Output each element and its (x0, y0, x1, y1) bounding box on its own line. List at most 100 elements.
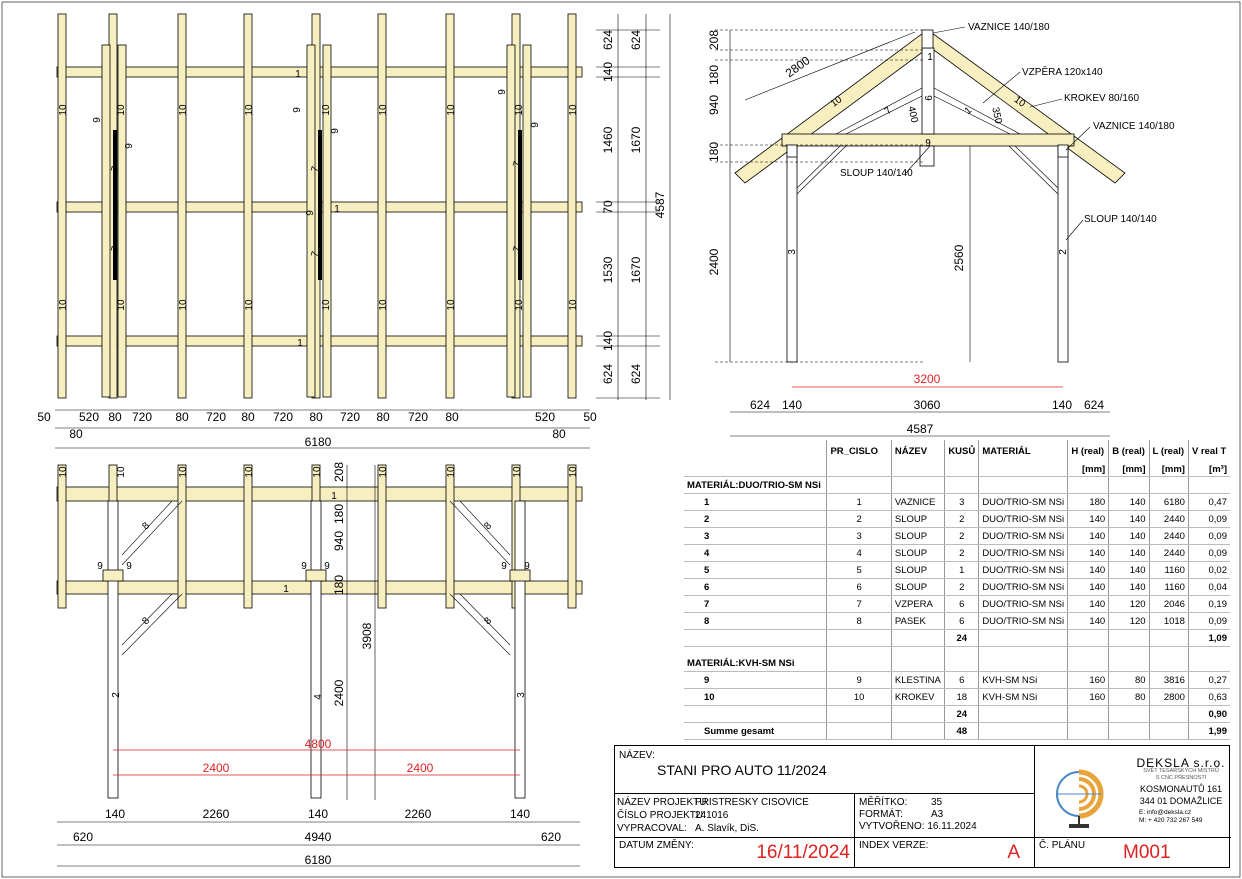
dim-right-a: 624 (601, 364, 615, 384)
table-row-cell: 140 (1108, 510, 1150, 528)
rafter-mark: 10 (178, 104, 189, 116)
table-row-cell: 0,04 (1187, 578, 1230, 596)
table-row-cell: 8 (826, 612, 892, 630)
dim-bottom: 720 (273, 410, 293, 424)
elev-dim-bottom: 2260 (405, 807, 432, 821)
table-row-cell: 0,02 (1187, 561, 1230, 579)
table-header: B (real) (1108, 440, 1150, 462)
elev-brace-mark: 8 (482, 615, 494, 627)
table-row-cell: DUO/TRIO-SM NSi (978, 578, 1068, 596)
table-row-cell: KLESTINA (890, 671, 945, 689)
company-email: E: info@deksla.cz (1139, 809, 1192, 816)
label-rafter: KROKEV 80/160 (1064, 93, 1139, 104)
table-sum-volume: 0,90 (1187, 705, 1230, 723)
table-header: V real T (1187, 440, 1230, 462)
collar-tie (117, 44, 127, 398)
table-row-cell: 2440 (1148, 510, 1189, 528)
elev-post (310, 500, 322, 799)
table-row-cell: DUO/TRIO-SM NSi (978, 595, 1068, 613)
collar-tie (506, 44, 516, 398)
table-group-title: MATERIÁL:KVH-SM NSi (684, 655, 827, 672)
table-row-cell: 6 (944, 595, 979, 613)
table-cell (978, 629, 1068, 647)
format-value: A3 (931, 809, 944, 820)
table-row-cell: 3 (826, 527, 892, 545)
strut-mark: 9 (530, 122, 541, 128)
table-row-cell: 6 (944, 671, 979, 689)
rafter-mark: 10 (116, 299, 127, 311)
table-cell (944, 655, 979, 672)
company-address-1: KOSMONAUTŮ 161 (1139, 784, 1223, 794)
table-header: H (real) (1067, 440, 1109, 462)
table-row-cell: SLOUP (890, 544, 945, 562)
rafter (445, 13, 455, 399)
dim-bottom-total: 6180 (305, 435, 332, 449)
strut-mark: 9 (124, 143, 135, 149)
datum-label: DATUM ZMĚNY: (619, 840, 694, 851)
dim-bottom: 80 (241, 410, 255, 424)
table-unit: [mm] (1108, 462, 1150, 477)
table-row-id: 10 (684, 688, 827, 706)
dim-right-b: 1670 (629, 256, 643, 283)
table-cell (1067, 629, 1109, 647)
purlin-mark: 1 (297, 338, 303, 349)
elev-rafter-mark: 10 (512, 466, 523, 478)
company-tagline-2: S CNC PŘESNOSTÍ (1155, 775, 1207, 781)
plan-label: Č. PLÁNU (1039, 840, 1086, 851)
table-cell (826, 722, 892, 740)
rafter-mark: 10 (446, 299, 457, 311)
vytvoreno-label: VYTVOŘENO: (859, 821, 925, 832)
dim-bottom: 520 (79, 410, 99, 424)
table-cell (684, 647, 827, 656)
label-post-right: SLOUP 140/140 (1084, 214, 1157, 225)
mark-post-left: 3 (787, 249, 798, 255)
table-cell (890, 646, 945, 655)
brace-mark: 7 (310, 165, 322, 174)
table-row-cell: 140 (1108, 544, 1150, 562)
table-row-id: 4 (684, 544, 827, 562)
dim-bottom: 720 (340, 410, 360, 424)
table-unit: [mm] (1148, 462, 1189, 477)
mark-angle-2: 350 (989, 106, 1003, 125)
elev-brace-mark: 8 (140, 520, 152, 532)
table-row-cell: KVH-SM NSi (978, 671, 1068, 689)
table-unit (826, 462, 892, 477)
table-row-cell: 2 (944, 527, 979, 545)
elev-dim-bottom: 140 (308, 807, 328, 821)
table-cell (1148, 655, 1189, 672)
table-cell (890, 655, 945, 672)
table-unit (890, 462, 945, 477)
index-value: A (1007, 842, 1020, 863)
mark-angle: 400 (905, 105, 919, 124)
table-cell (944, 476, 979, 494)
section-dim-bottom: 140 (1052, 398, 1072, 412)
table-row-cell: DUO/TRIO-SM NSi (978, 544, 1068, 562)
rafter-mark: 10 (378, 104, 389, 116)
king-post-lower (919, 145, 935, 167)
table-row-cell: 140 (1108, 578, 1150, 596)
table-row-cell: 1160 (1148, 561, 1189, 579)
strut-mark: 9 (330, 128, 341, 134)
table-row-cell: 1018 (1148, 612, 1189, 630)
table-row-cell: KROKEV (890, 688, 945, 706)
table-grand-volume: 1,99 (1187, 722, 1230, 740)
table-unit (978, 462, 1068, 477)
elev-rafter-mark: 10 (244, 466, 255, 478)
table-row-cell: 10 (826, 688, 892, 706)
table-row-cell: 0,27 (1187, 671, 1230, 689)
rafter (377, 13, 387, 399)
table-row-cell: KVH-SM NSi (978, 688, 1068, 706)
dim-bottom: 80 (376, 410, 390, 424)
table-row-cell: 2 (944, 578, 979, 596)
brace-mark: 7 (110, 165, 122, 174)
rafter (57, 13, 67, 399)
index-label: INDEX VERZE: (859, 840, 929, 851)
table-row-cell: 0,19 (1187, 595, 1230, 613)
elev-red-part: 2400 (407, 761, 434, 775)
table-row-cell: 0,09 (1187, 510, 1230, 528)
table-cell (1148, 722, 1189, 740)
table-cell (1067, 646, 1109, 655)
mark-tie-right: 1 (963, 105, 975, 117)
vypracoval-value: A. Slavík, DiS. (695, 823, 759, 834)
elev-red-part: 2400 (203, 761, 230, 775)
